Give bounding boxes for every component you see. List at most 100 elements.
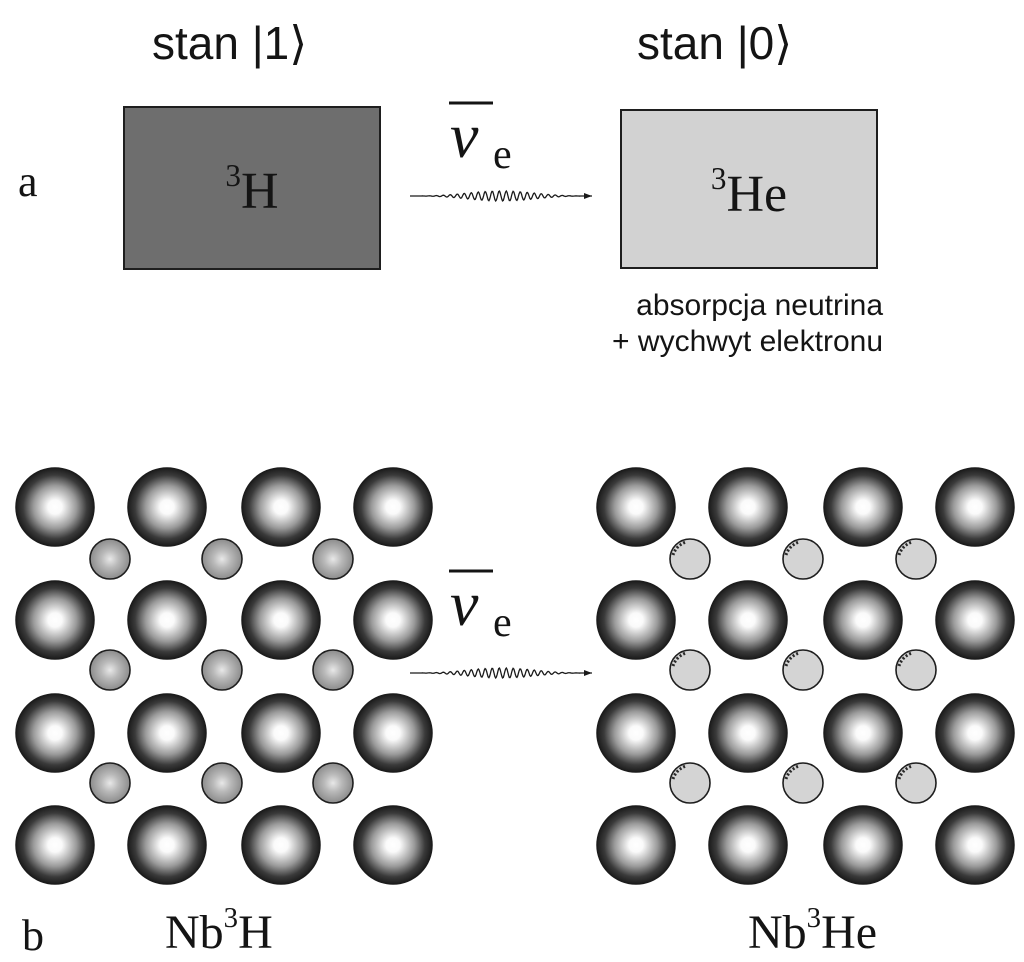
helium-atom-0-1 xyxy=(782,538,824,580)
helium-atom-body-0-0 xyxy=(669,538,711,580)
niobium-atom-right-2-1 xyxy=(708,693,788,773)
niobium-atom-left-2-3 xyxy=(353,693,433,773)
right-formula-base: Nb xyxy=(748,906,807,959)
tritium-atom-0-0 xyxy=(89,538,131,580)
tritium-atom-2-2 xyxy=(312,762,354,804)
antineutrino-subscript-b: e xyxy=(493,600,512,646)
tritium-atom-1-0 xyxy=(89,649,131,691)
helium-atom-2-1 xyxy=(782,762,824,804)
niobium-atom-left-0-1 xyxy=(127,467,207,547)
niobium-tritide-formula: Nb3H xyxy=(165,904,273,959)
neutrino-arrow-a-wave xyxy=(410,189,592,203)
state-1-title: stan |1⟩ xyxy=(152,17,308,69)
panel-a-label: a xyxy=(18,157,38,206)
niobium-atom-right-3-3 xyxy=(935,805,1015,885)
helium-atom-mark-0-1 xyxy=(784,540,800,556)
niobium-atom-left-1-0 xyxy=(15,580,95,660)
niobium-atom-left-0-2 xyxy=(241,467,321,547)
neutrino-arrow-a-head xyxy=(584,193,592,199)
helium-box: 3He xyxy=(620,109,878,269)
niobium-atom-right-0-1 xyxy=(708,467,788,547)
niobium-atom-left-2-2 xyxy=(241,693,321,773)
niobium-atom-right-3-0 xyxy=(596,805,676,885)
helium-atom-body-0-2 xyxy=(895,538,937,580)
helium-atom-mark-1-2 xyxy=(897,651,913,667)
niobium-atom-right-0-3 xyxy=(935,467,1015,547)
process-note-line-1: absorpcja neutrina xyxy=(636,289,883,322)
helium-atom-1-0 xyxy=(669,649,711,691)
antineutrino-symbol-a: ν xyxy=(450,100,479,171)
neutrino-arrow-b-head xyxy=(584,670,592,676)
tritium-atom-1-1 xyxy=(201,649,243,691)
helium-atom-mark-2-0 xyxy=(671,764,687,780)
process-note-line-2: + wychwyt elektronu xyxy=(612,325,883,358)
process-note: absorpcja neutrina + wychwyt elektronu xyxy=(565,288,883,360)
niobium-atom-right-0-0 xyxy=(596,467,676,547)
niobium-atom-left-1-1 xyxy=(127,580,207,660)
niobium-atom-right-1-1 xyxy=(708,580,788,660)
panel-b-label: b xyxy=(22,911,44,960)
niobium-atom-right-1-0 xyxy=(596,580,676,660)
antineutrino-symbol-b: ν xyxy=(450,568,479,639)
tritium-box-label: 3H xyxy=(125,159,379,220)
helium-atom-0-0 xyxy=(669,538,711,580)
niobium-atom-right-1-2 xyxy=(823,580,903,660)
helium-atom-body-1-2 xyxy=(895,649,937,691)
neutrino-arrow-b-wave xyxy=(410,666,592,680)
niobium-atom-left-1-2 xyxy=(241,580,321,660)
niobium-atom-left-3-0 xyxy=(15,805,95,885)
tritium-atom-1-2 xyxy=(312,649,354,691)
helium-atom-mark-2-2 xyxy=(897,764,913,780)
helium-atom-mark-1-1 xyxy=(784,651,800,667)
helium-box-label: 3He xyxy=(622,162,876,223)
helium-atom-mark-1-0 xyxy=(671,651,687,667)
niobium-atom-right-2-0 xyxy=(596,693,676,773)
left-formula-mass: 3 xyxy=(223,902,239,935)
helium-atom-body-0-1 xyxy=(782,538,824,580)
tritium-symbol: H xyxy=(241,163,279,220)
helium-atom-body-2-0 xyxy=(669,762,711,804)
helium-mass-number: 3 xyxy=(710,160,727,196)
niobium-atom-right-2-3 xyxy=(935,693,1015,773)
tritium-atom-2-0 xyxy=(89,762,131,804)
niobium-atom-left-1-3 xyxy=(353,580,433,660)
antineutrino-subscript-a: e xyxy=(493,132,512,178)
tritium-atom-0-1 xyxy=(201,538,243,580)
niobium-atom-left-2-1 xyxy=(127,693,207,773)
niobium-atom-left-3-1 xyxy=(127,805,207,885)
right-formula-mass: 3 xyxy=(806,902,822,935)
left-formula-element: H xyxy=(238,906,273,959)
left-formula-base: Nb xyxy=(165,906,224,959)
helium-atom-body-2-2 xyxy=(895,762,937,804)
niobium-atom-right-2-2 xyxy=(823,693,903,773)
niobium-atom-left-0-3 xyxy=(353,467,433,547)
niobium-atom-right-0-2 xyxy=(823,467,903,547)
neutrino-arrow-b xyxy=(410,666,592,680)
niobium-helium-formula: Nb3He xyxy=(748,904,878,959)
niobium-atom-right-3-1 xyxy=(708,805,788,885)
helium-atom-1-1 xyxy=(782,649,824,691)
tritium-atom-2-1 xyxy=(201,762,243,804)
tritium-box: 3H xyxy=(123,106,381,270)
helium-atom-mark-2-1 xyxy=(784,764,800,780)
helium-atom-mark-0-0 xyxy=(671,540,687,556)
niobium-atom-left-3-3 xyxy=(353,805,433,885)
helium-symbol: He xyxy=(726,166,788,223)
helium-atom-body-1-0 xyxy=(669,649,711,691)
tritium-atom-0-2 xyxy=(312,538,354,580)
niobium-atom-left-3-2 xyxy=(241,805,321,885)
niobium-atom-right-3-2 xyxy=(823,805,903,885)
tritium-mass-number: 3 xyxy=(225,157,242,193)
helium-atom-mark-0-2 xyxy=(897,540,913,556)
neutrino-arrow-a xyxy=(410,189,592,203)
helium-atom-body-1-1 xyxy=(782,649,824,691)
helium-atom-2-0 xyxy=(669,762,711,804)
helium-atom-1-2 xyxy=(895,649,937,691)
right-formula-element: He xyxy=(821,906,878,959)
helium-atom-body-2-1 xyxy=(782,762,824,804)
helium-atom-0-2 xyxy=(895,538,937,580)
niobium-atom-right-1-3 xyxy=(935,580,1015,660)
niobium-atom-left-2-0 xyxy=(15,693,95,773)
